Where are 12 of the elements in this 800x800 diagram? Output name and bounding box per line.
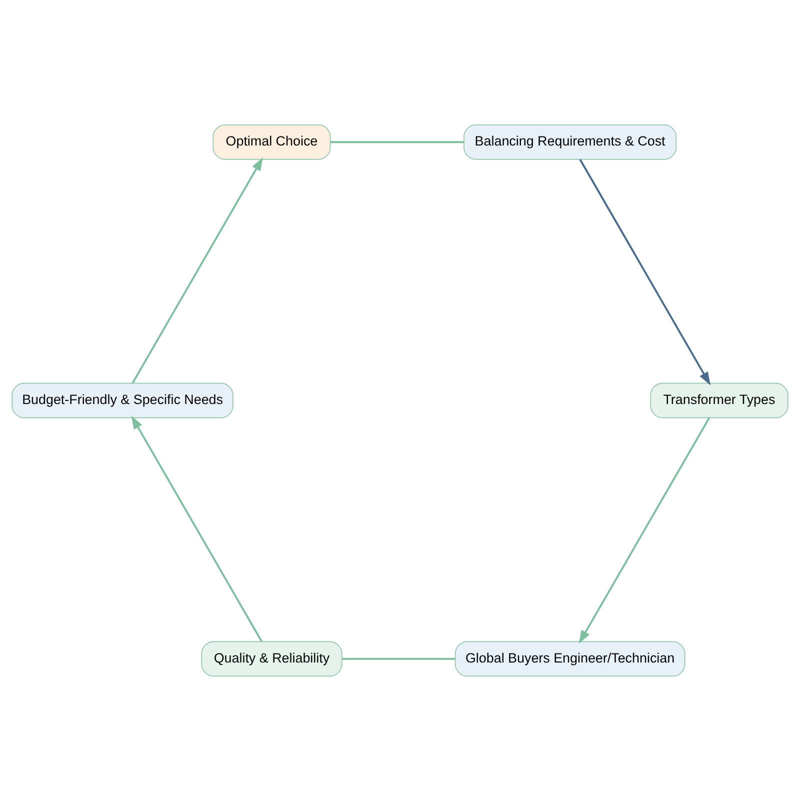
node-box: Quality & Reliability xyxy=(201,640,342,676)
node-box: Transformer Types xyxy=(650,382,788,418)
node-box: Global Buyers Engineer/Technician xyxy=(454,640,686,676)
connector xyxy=(330,140,464,143)
node-box: Optimal Choice xyxy=(212,124,331,160)
connector xyxy=(342,657,456,660)
node-box: Budget-Friendly & Specific Needs xyxy=(12,382,234,418)
arrow xyxy=(578,416,710,644)
arrow xyxy=(579,158,710,385)
node-box: Balancing Requirements & Cost xyxy=(463,124,677,160)
arrow xyxy=(132,156,263,384)
arrow xyxy=(131,415,263,642)
